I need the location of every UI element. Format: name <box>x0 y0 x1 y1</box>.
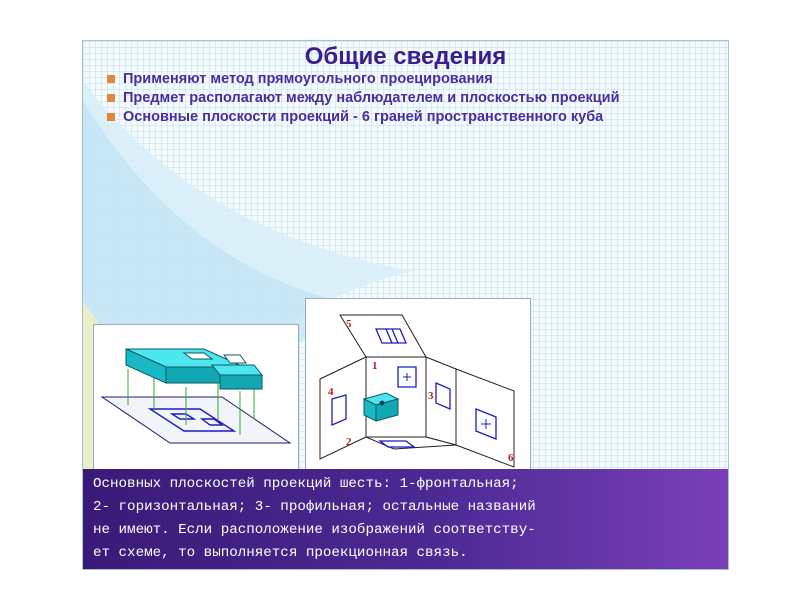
projection-illustration-drawing <box>100 348 292 444</box>
bullet-square-icon <box>107 113 115 121</box>
cube-planes-diagram: 5 1 4 3 2 6 <box>305 298 531 471</box>
bullet-item: Основные плоскости проекций - 6 граней п… <box>105 109 720 125</box>
slide-title: Общие сведения <box>304 43 507 70</box>
caption-line: 2- горизонтальная; 3- профильная; осталь… <box>93 499 536 515</box>
caption-line: не имеют. Если расположение изображений … <box>93 522 536 538</box>
bullet-list: Применяют метод прямоугольного проециров… <box>105 71 720 128</box>
bullet-item: Применяют метод прямоугольного проециров… <box>105 71 720 87</box>
plane-label-3: 3 <box>428 390 434 402</box>
plane-label-2: 2 <box>346 436 352 448</box>
caption-line: Основных плоскостей проекций шесть: 1-фр… <box>93 476 519 492</box>
bullet-item: Предмет располагают между наблюдателем и… <box>105 90 720 106</box>
plane-label-1: 1 <box>372 360 378 372</box>
caption-box: Основных плоскостей проекций шесть: 1-фр… <box>83 469 728 569</box>
plane-label-5: 5 <box>346 318 352 330</box>
bullet-text: Применяют метод прямоугольного проециров… <box>123 71 493 87</box>
plane-label-4: 4 <box>328 386 334 398</box>
bullet-square-icon <box>107 94 115 102</box>
bullet-text: Предмет располагают между наблюдателем и… <box>123 90 620 106</box>
plane-label-6: 6 <box>508 452 514 464</box>
caption-line: ет схеме, то выполняется проекционная св… <box>93 545 468 561</box>
projection-illustration <box>93 324 299 471</box>
bullet-square-icon <box>107 75 115 83</box>
slide: Общие сведения Применяют метод прямоугол… <box>82 40 729 570</box>
bullet-text: Основные плоскости проекций - 6 граней п… <box>123 109 604 125</box>
cube-planes-drawing: 5 1 4 3 2 6 <box>319 314 515 468</box>
